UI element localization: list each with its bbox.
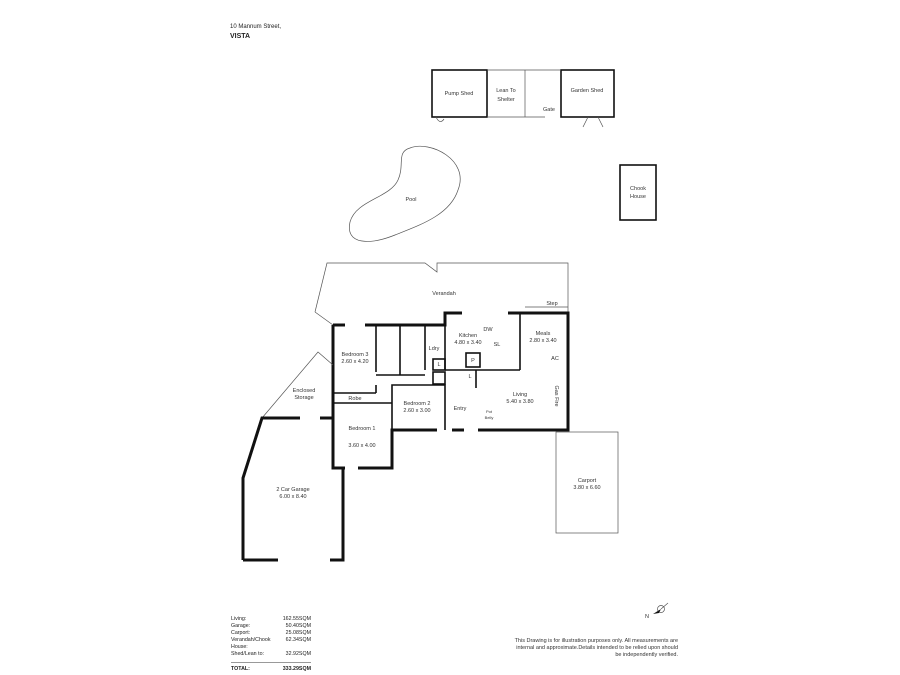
area-row: Shed/Lean to: 32.92SQM — [231, 651, 311, 658]
north-label: N — [645, 614, 649, 620]
disclaimer: This Drawing is for illustration purpose… — [514, 638, 678, 658]
lean-to-label: Lean To — [496, 88, 515, 94]
garden-shed-label: Garden Shed — [571, 88, 604, 94]
bedroom1-size: 3.60 x 4.00 — [348, 443, 375, 449]
kitchen-label: Kitchen — [459, 333, 477, 339]
chook-house — [619, 164, 657, 221]
pot-belly-label-2: Belly — [485, 415, 494, 420]
robe-label: Robe — [348, 396, 361, 402]
carport — [555, 431, 619, 534]
garage — [241, 416, 345, 562]
bedroom1-label: Bedroom 1 — [349, 426, 376, 432]
area-value: 62.34SQM — [285, 637, 311, 643]
garage-size: 6.00 x 8.40 — [279, 494, 306, 500]
sl-label: SL — [494, 342, 501, 348]
area-value: 32.92SQM — [285, 651, 311, 657]
enclosed-label: Enclosed — [293, 388, 316, 394]
house — [331, 311, 570, 470]
area-value: 162.55SQM — [282, 616, 311, 622]
area-summary: Living: 162.55SQM Garage: 50.40SQM Carport… — [231, 616, 311, 673]
area-row: Garage: 50.40SQM — [231, 623, 311, 630]
area-row: Carport: 25.08SQM — [231, 630, 311, 637]
pool — [349, 146, 461, 242]
ac-label: AC — [551, 356, 559, 362]
area-label: Verandah/Chook House: — [231, 637, 271, 650]
linen-label: L — [437, 362, 440, 368]
linen-label-2: L — [468, 374, 471, 380]
lean-to-label-2: Shelter — [497, 97, 515, 103]
pool-label: Pool — [405, 197, 416, 203]
enclosed-label-2: Storage — [294, 395, 313, 401]
laundry-label: Ldry — [429, 346, 440, 352]
step-label: Step — [546, 301, 557, 307]
carport-size: 3.80 x 6.60 — [573, 485, 600, 491]
area-row: Verandah/Chook House: 62.34SQM — [231, 637, 311, 651]
pantry-label: P — [471, 358, 475, 364]
living-size: 5.40 x 3.80 — [506, 399, 533, 405]
bedroom2-size: 2.60 x 3.00 — [403, 408, 430, 414]
total-row: TOTAL: 333.29SQM — [231, 662, 311, 673]
chook-label-2: House — [630, 194, 646, 200]
area-label: Garage: — [231, 623, 251, 629]
bedroom3-size: 2.60 x 4.20 — [341, 359, 368, 365]
north-compass-icon — [653, 602, 669, 614]
suburb-title: VISTA — [230, 33, 251, 40]
total-label: TOTAL: — [231, 666, 250, 672]
meals-label: Meals — [536, 331, 551, 337]
pot-belly-label: Pot — [486, 409, 493, 414]
living-label: Living — [513, 392, 527, 398]
total-value: 333.29SQM — [282, 666, 311, 672]
meals-size: 2.80 x 3.40 — [529, 338, 556, 344]
verandah-label: Verandah — [432, 291, 456, 297]
dishwasher-label: DW — [483, 327, 493, 333]
entry-label: Entry — [454, 406, 467, 412]
gas-fire-label: Gas Fire — [553, 385, 559, 406]
area-value: 25.08SQM — [285, 630, 311, 636]
verandah — [314, 262, 569, 326]
address-line: 10 Mannum Street, — [230, 24, 282, 30]
area-row: Living: 162.55SQM — [231, 616, 311, 623]
shed-block: Pump Shed Lean To Shelter Gate Garden Sh… — [431, 69, 615, 128]
kitchen-size: 4.80 x 3.40 — [454, 340, 481, 346]
area-label: Living: — [231, 616, 247, 622]
enclosed-storage — [261, 351, 334, 419]
area-label: Carport: — [231, 630, 251, 636]
garage-label: 2 Car Garage — [276, 487, 309, 493]
chook-label: Chook — [630, 186, 646, 192]
area-label: Shed/Lean to: — [231, 651, 264, 657]
bedroom2-label: Bedroom 2 — [404, 401, 431, 407]
carport-label: Carport — [578, 478, 597, 484]
bedroom3-label: Bedroom 3 — [342, 352, 369, 358]
area-value: 50.40SQM — [285, 623, 311, 629]
gate-label: Gate — [543, 107, 555, 113]
pump-shed-label: Pump Shed — [445, 91, 474, 97]
